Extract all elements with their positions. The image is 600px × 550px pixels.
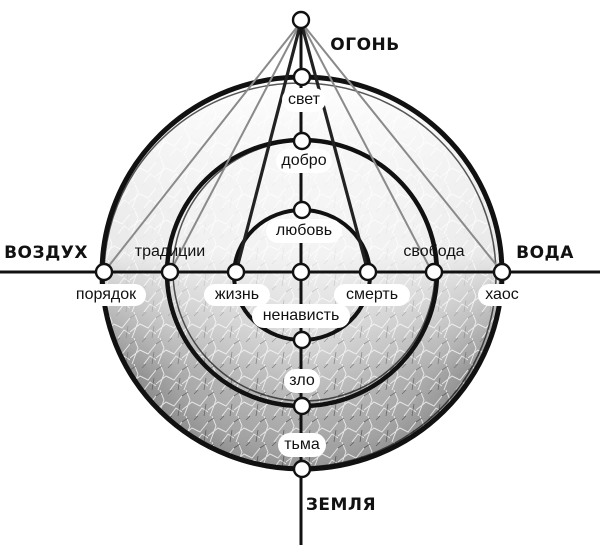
element-labels: ОГОНЬ ВОЗДУХ ВОДА ЗЕМЛЯ — [4, 35, 574, 515]
label-evil: зло — [289, 372, 315, 389]
node-love — [292, 200, 312, 220]
nodes — [94, 10, 512, 479]
label-chaos: хаос — [485, 286, 519, 303]
fire-rays — [103, 21, 503, 273]
label-traditions: традиции — [135, 243, 205, 260]
label-hatred: ненависть — [263, 307, 340, 324]
label-order: порядок — [76, 286, 137, 303]
label-air: ВОЗДУХ — [4, 243, 88, 263]
concept-labels: свет добро любовь традиции свобода поряд… — [76, 91, 519, 453]
label-death: смерть — [346, 286, 398, 303]
label-earth: ЗЕМЛЯ — [306, 495, 376, 515]
label-water: ВОДА — [516, 243, 574, 263]
node-order — [94, 262, 114, 282]
node-death — [358, 262, 378, 282]
node-good — [292, 131, 312, 151]
label-light: свет — [288, 91, 321, 108]
label-love: любовь — [276, 222, 332, 239]
node-chaos — [492, 262, 512, 282]
node-hatred — [292, 330, 312, 350]
node-darkness — [292, 459, 312, 479]
label-darkness: тьма — [284, 436, 320, 453]
node-traditions — [160, 262, 180, 282]
label-freedom: свобода — [403, 243, 464, 260]
label-fire: ОГОНЬ — [330, 35, 399, 55]
node-light — [292, 67, 312, 87]
node-center — [291, 262, 311, 282]
label-good: добро — [281, 152, 326, 169]
node-freedom — [424, 262, 444, 282]
label-backgrounds — [66, 88, 526, 457]
node-evil — [292, 396, 312, 416]
label-life: жизнь — [215, 286, 259, 303]
node-life — [226, 262, 246, 282]
node-fire — [291, 10, 311, 30]
